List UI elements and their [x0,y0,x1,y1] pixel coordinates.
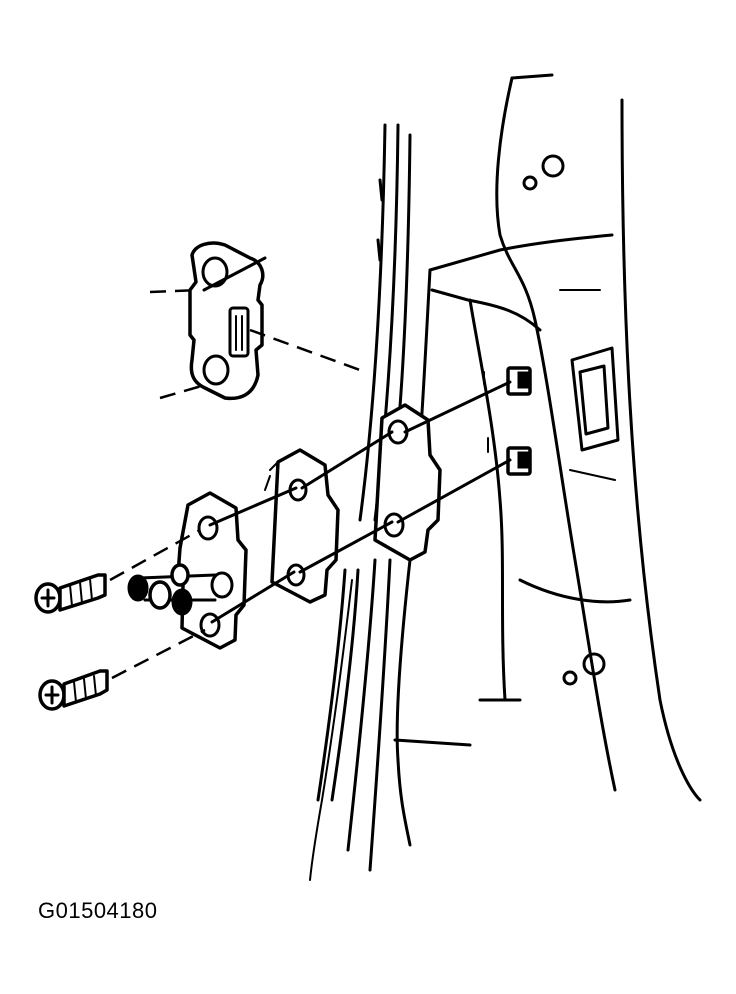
back-plate [373,403,442,562]
door-pillar-panel [393,73,702,847]
figure-id-caption: G01504180 [38,898,158,923]
check-link-bracket [127,491,248,650]
lower-screw [38,669,109,711]
upper-screw [34,573,107,614]
pillar-slot-upper [483,366,532,396]
striker-bracket [188,241,265,401]
alignment-lines [109,256,512,680]
